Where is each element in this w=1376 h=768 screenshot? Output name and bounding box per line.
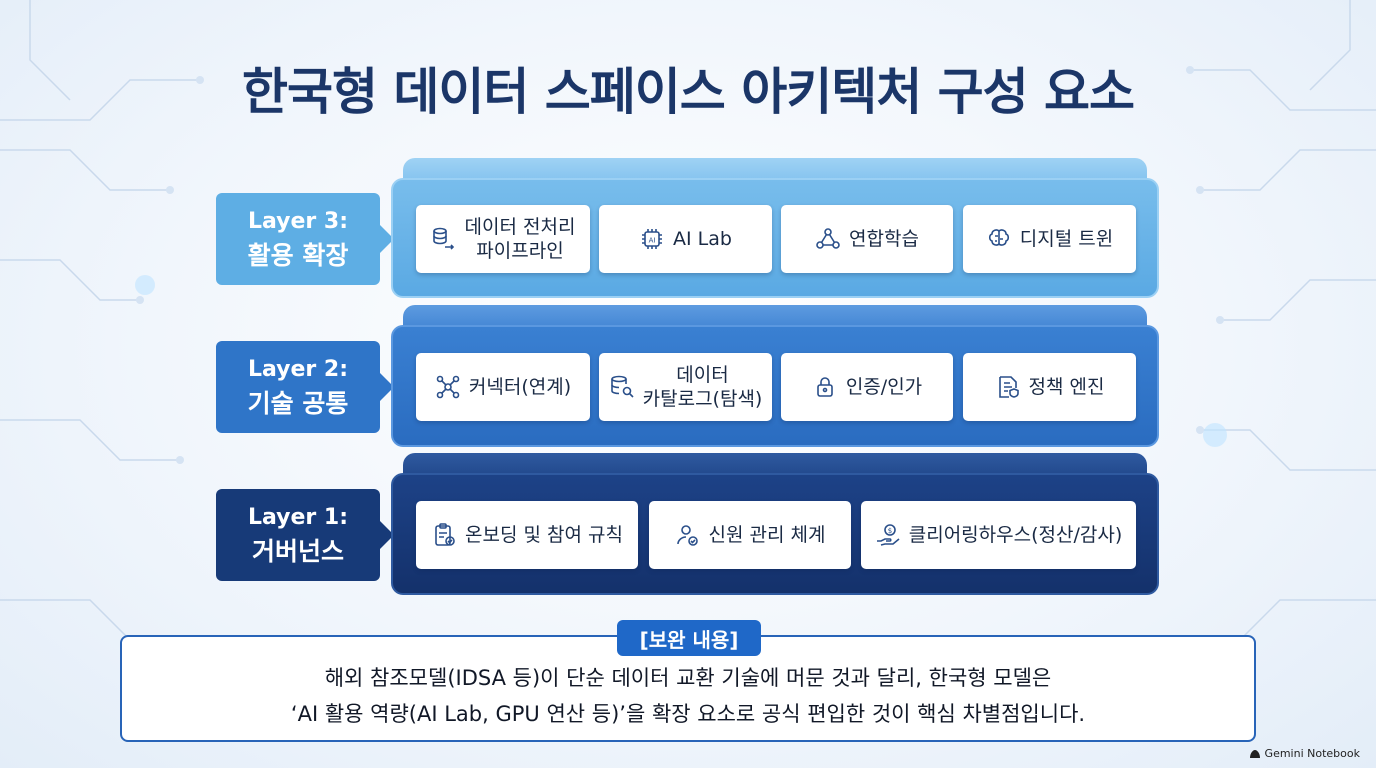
page-title: 한국형 데이터 스페이스 아키텍처 구성 요소 [241,63,1135,121]
layer-1-item-onboarding: 온보딩 및 참여 규칙 [416,501,638,569]
clipboard-check-icon [435,523,455,546]
item-label-line1: 데이터 [676,364,729,386]
item-label-line1: 데이터 전처리 [464,216,576,238]
item-label-line1: 온보딩 및 참여 규칙 [465,524,623,546]
layer-1-label-number: Layer 1: [247,505,349,530]
user-verified-icon [676,525,698,546]
note-line1: 해외 참조모델(IDSA 등)이 단순 데이터 교환 기술에 머문 것과 달리,… [324,665,1052,690]
layer-2-item-policy-engine: 정책 엔진 [963,353,1136,421]
brain-icon [988,229,1009,246]
svg-text:$: $ [888,527,892,535]
item-label-line1: 신원 관리 체계 [708,524,826,546]
layer-1-label-name: 거버넌스 [251,537,344,566]
layer-2-label-name: 기술 공통 [247,389,349,418]
layer-2-label-number: Layer 2: [247,357,349,382]
supplement-tag: [보완 내용] [617,620,761,656]
database-pipeline-icon [432,227,454,250]
layer-1-item-clearing-house: $ 클리어링하우스(정산/감사) [861,501,1136,569]
svg-text:AI: AI [649,237,656,245]
item-label-line1: AI Lab [673,228,732,250]
watermark: Gemini Notebook [1249,747,1360,760]
item-label-line2: 파이프라인 [476,240,564,262]
layer-2-item-connector: 커넥터(연계) [416,353,590,421]
note-line2: ‘AI 활용 역량(AI Lab, GPU 연산 등)’을 확장 요소로 공식 … [290,701,1086,726]
item-label-line1: 정책 엔진 [1028,376,1105,398]
item-label-line2: 카탈로그(탐색) [642,388,763,410]
layer-3-item-digital-twin: 디지털 트윈 [963,205,1136,273]
policy-document-icon [998,376,1019,398]
lock-icon [817,377,833,397]
layer-2-item-auth: 인증/인가 [781,353,953,421]
federated-network-icon [816,228,840,249]
layer-1-item-identity: 신원 관리 체계 [649,501,851,569]
item-label-line1: 디지털 트윈 [1019,228,1114,250]
ai-chip-icon: AI [642,229,663,249]
layer-3-label: Layer 3: 활용 확장 [216,193,394,285]
item-label-line1: 연합학습 [849,228,919,250]
hand-coin-icon: $ [876,524,900,546]
item-label-line1: 클리어링하우스(정산/감사) [908,524,1123,546]
layer-2-label: Layer 2: 기술 공통 [216,341,394,433]
item-label-line1: 인증/인가 [845,376,923,398]
layer-3-item-federated-learning: 연합학습 [781,205,953,273]
layer-3-label-number: Layer 3: [247,209,349,234]
connector-network-icon [436,375,460,399]
layer-1-label: Layer 1: 거버넌스 [216,489,394,581]
database-search-icon [610,375,634,398]
notebook-logo-icon [1249,749,1260,758]
watermark-text: Gemini Notebook [1264,747,1360,760]
layer-3-label-name: 활용 확장 [247,241,349,270]
layer-3-item-ai-lab: AI AI Lab [599,205,772,273]
item-label-line1: 커넥터(연계) [468,376,572,398]
